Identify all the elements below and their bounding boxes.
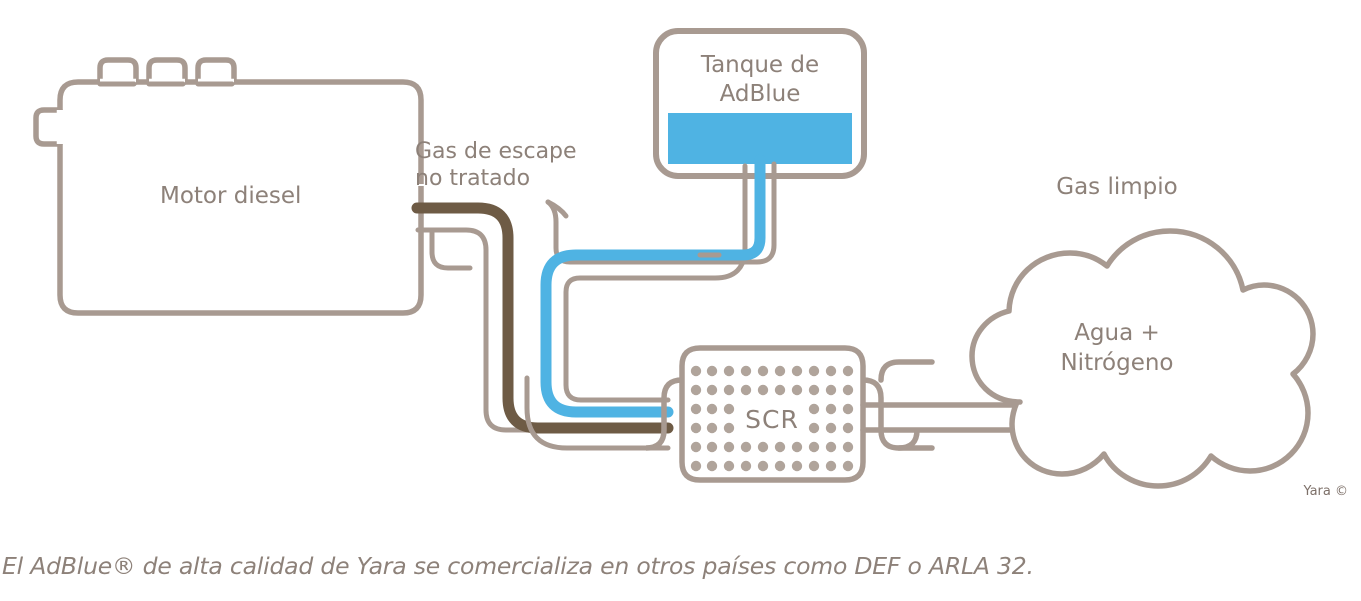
yara-credit: Yara ©: [1302, 484, 1348, 499]
clean-gas-cloud-shape: [969, 228, 1316, 489]
clean-gas-label: Gas limpio: [1056, 174, 1177, 200]
caption: El AdBlue® de alta calidad de Yara se co…: [2, 552, 1034, 580]
exhaust-label-line1: Gas de escape: [415, 139, 577, 164]
upper-connector-outline: [545, 199, 569, 219]
cloud-label-line2: Nitrógeno: [1060, 350, 1173, 376]
scr-dot-grid: [690, 365, 854, 472]
cloud-label-line1: Agua +: [1074, 320, 1160, 346]
tank-label-line1: Tanque de: [700, 52, 819, 78]
adblue-dosing-pipe: [540, 154, 777, 418]
exhaust-label-line2: no tratado: [415, 166, 530, 191]
tank-label-line2: AdBlue: [720, 81, 801, 107]
engine-label: Motor diesel: [160, 183, 301, 209]
scr-label: SCR: [745, 405, 799, 434]
untreated-exhaust-pipe: [411, 184, 674, 451]
diesel-engine-shape: [33, 57, 424, 316]
